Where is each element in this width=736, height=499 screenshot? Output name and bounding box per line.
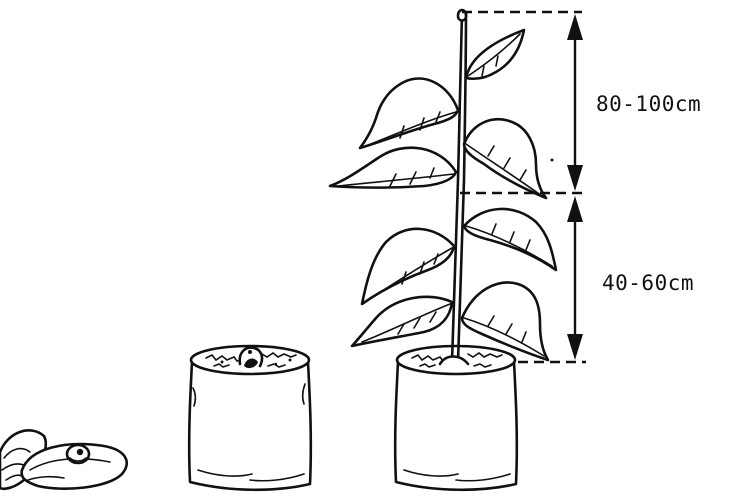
seed-in-pot — [189, 346, 311, 490]
leaf-left-3 — [330, 148, 456, 188]
leaf-left-1 — [352, 297, 452, 346]
cut-avocado-seed — [0, 430, 127, 488]
leaf-top — [466, 30, 524, 79]
upper-dimension-label: 80-100cm — [596, 92, 701, 116]
leaf-right-3 — [464, 119, 546, 198]
leaf-left-4 — [360, 78, 458, 148]
upper-dimension-arrow — [567, 14, 583, 191]
leaf-right-2 — [464, 209, 556, 270]
lower-dimension-label: 40-60cm — [602, 271, 694, 295]
lower-dimension-arrow — [567, 196, 583, 360]
young-tree-in-pot — [330, 10, 556, 490]
leaf-left-2 — [362, 229, 454, 304]
